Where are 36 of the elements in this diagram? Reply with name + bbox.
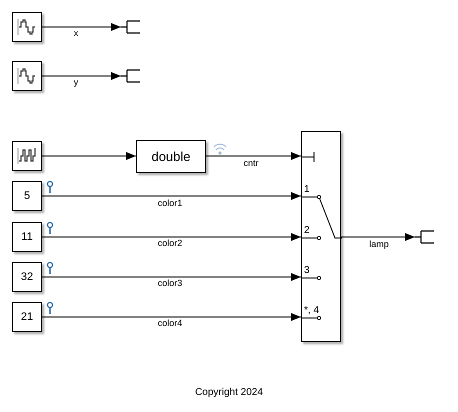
edge-label: cntr [242,159,260,168]
edge-label: color4 [156,319,184,328]
edge-label: y [72,78,80,87]
edge-label: lamp [368,240,390,249]
copyright-note: Copyright 2024 [195,388,263,398]
block-label: 32 [20,270,34,285]
signal-line [42,273,301,281]
signal-line [42,233,301,241]
port-label: 2 [304,226,310,236]
port-label: 3 [304,266,310,276]
terminator-symbol [121,20,141,34]
edge-label: color3 [156,279,184,288]
block-label: 5 [24,188,30,204]
edge-label: color1 [156,199,184,208]
signal-line [42,192,301,200]
port-label: 1 [304,185,310,195]
edge-label: color2 [156,239,184,248]
block-label: double [151,148,191,166]
conversion-block [136,140,206,173]
constant-block [12,262,42,292]
port-label: *, 4 [304,306,320,316]
signal-line [42,72,121,80]
constant-block [12,222,42,252]
constant-block [12,181,42,211]
multiport-switch-block [301,131,341,342]
edge-label: x [72,29,80,38]
signal-line [42,23,121,31]
signal-line [42,152,136,160]
block-label: 11 [21,230,33,245]
signal-line [42,313,301,321]
terminator-symbol [415,230,435,244]
constant-block [12,302,42,332]
block-label: 21 [20,310,34,325]
signal-line [341,233,415,241]
signal-line [206,152,301,160]
terminator-symbol [121,69,141,83]
